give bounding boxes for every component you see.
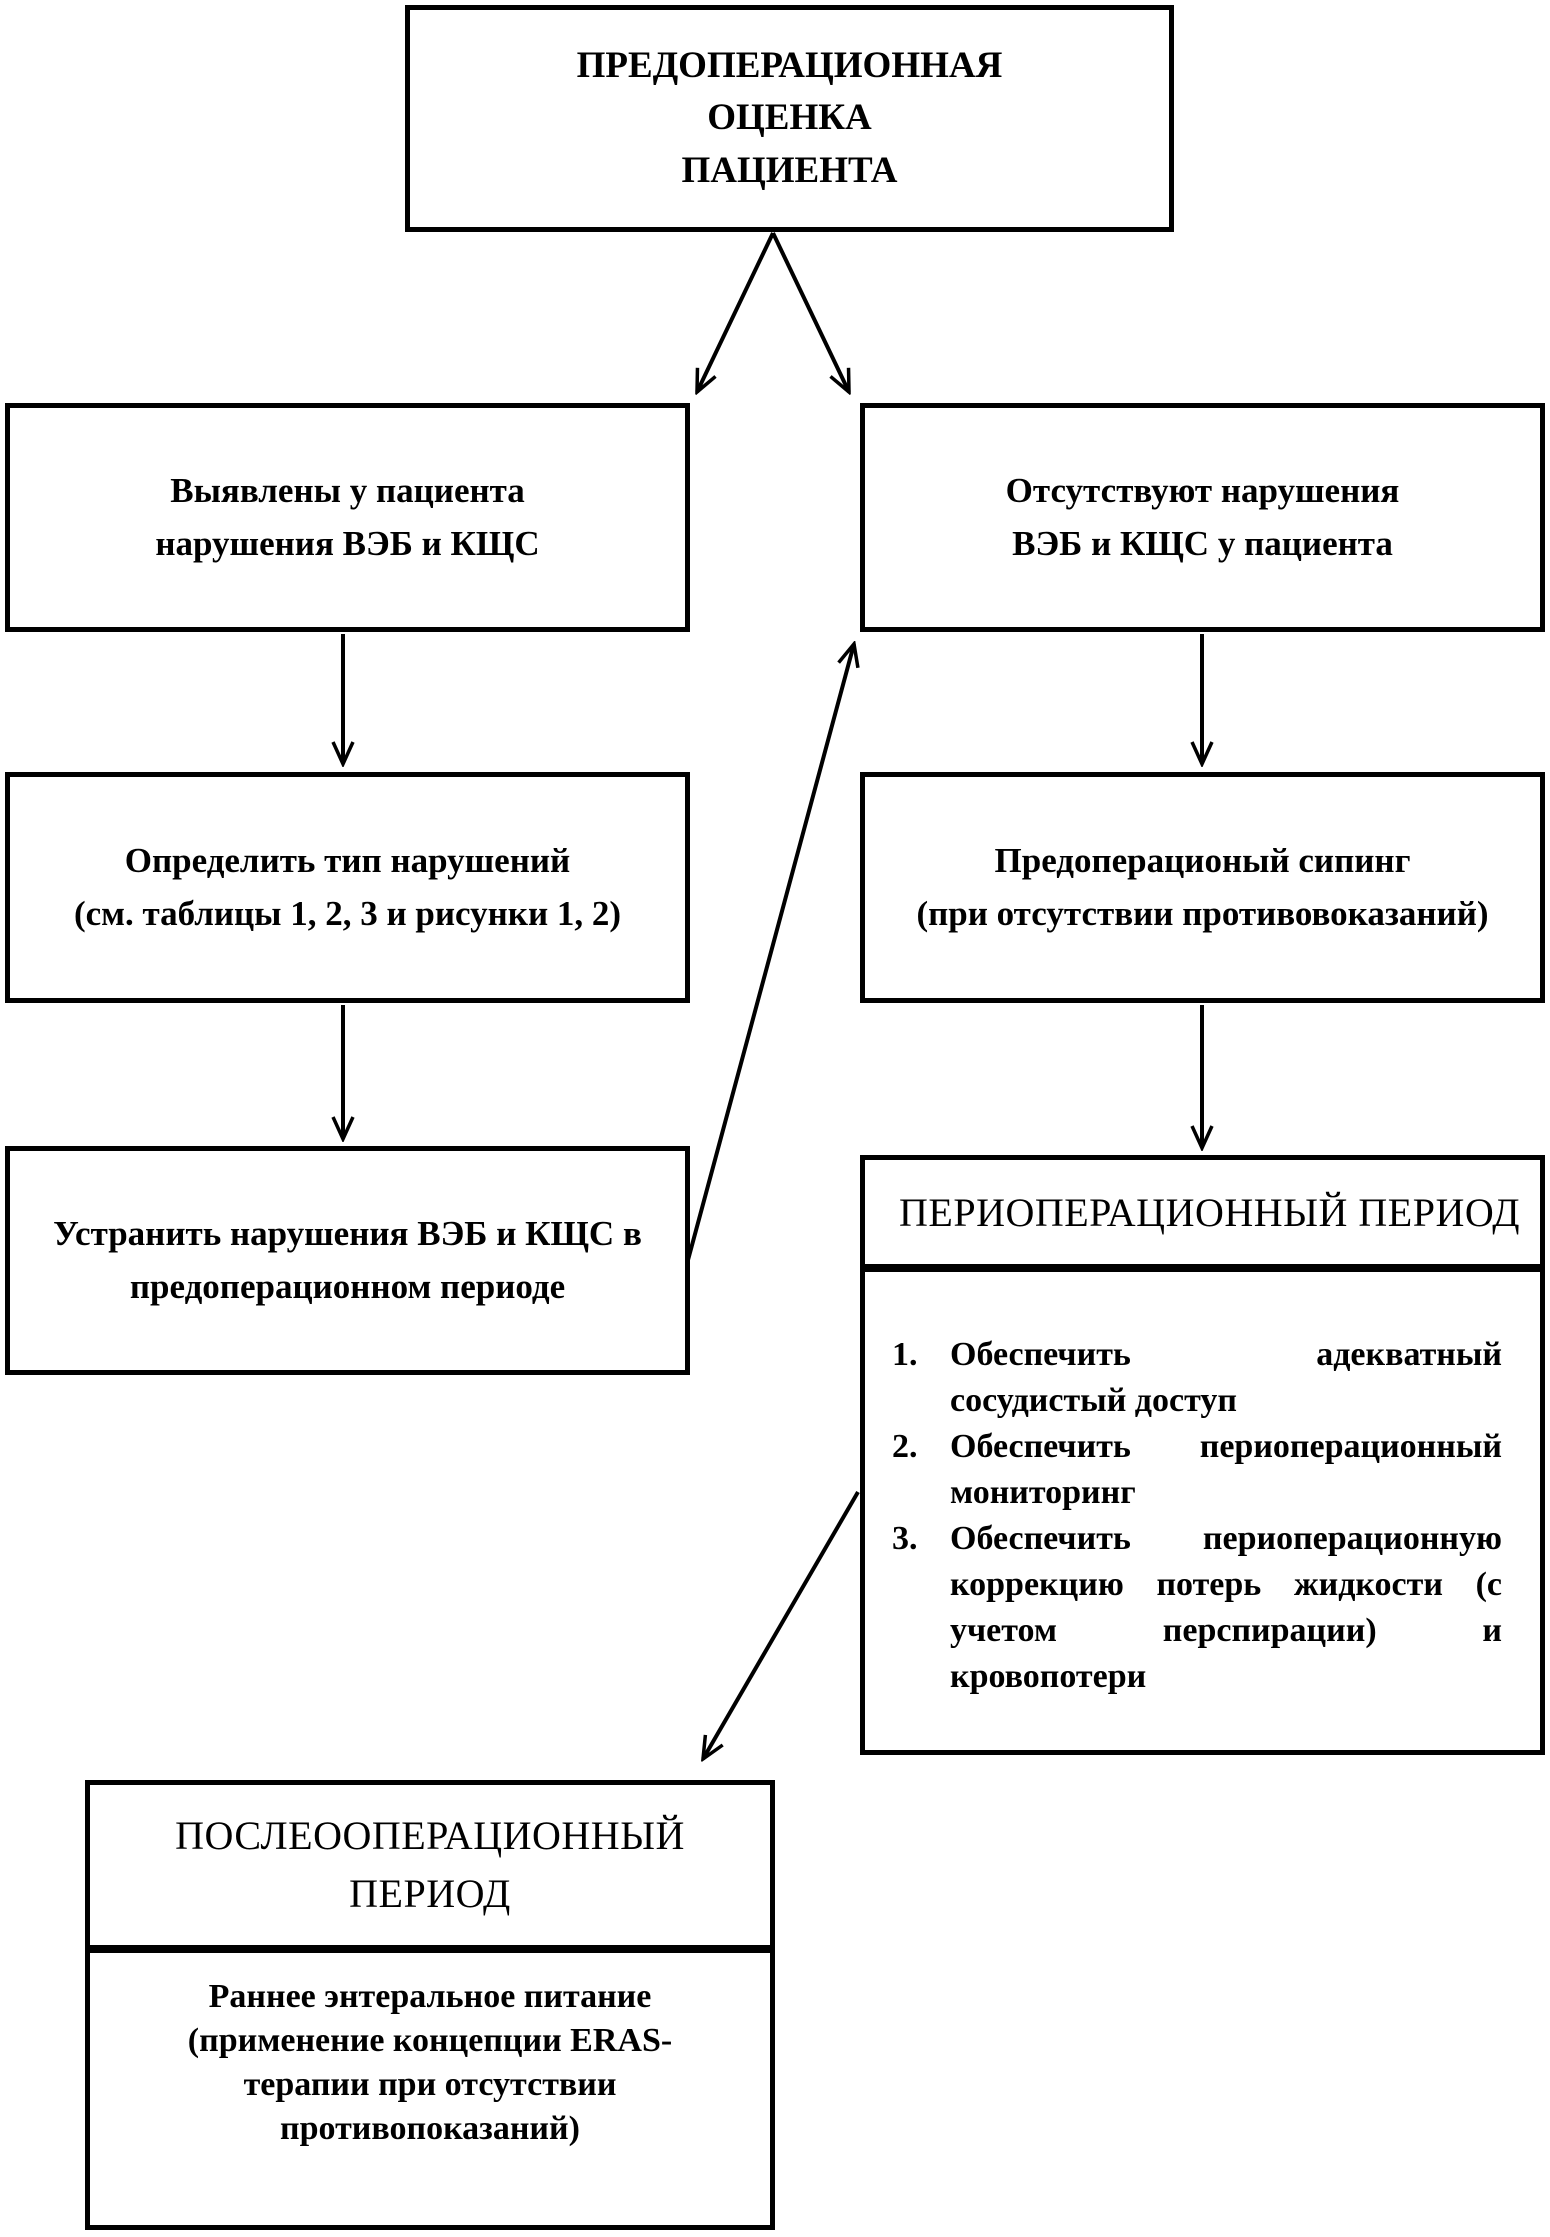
list-item: 1. Обеспечить адекватный сосудистый дост… — [892, 1332, 1502, 1424]
perioperative-period-box: ПЕРИОПЕРАЦИОННЫЙ ПЕРИОД 1. Обеспечить ад… — [860, 1155, 1545, 1755]
disorders-found-text: Выявлены у пациента нарушения ВЭБ и КЩС — [155, 471, 540, 563]
determine-type-box: Определить тип нарушений (см. таблицы 1,… — [5, 772, 690, 1003]
eliminate-disorders-box: Устранить нарушения ВЭБ и КЩС в предопер… — [5, 1146, 690, 1375]
arrow-top-to-left-box — [697, 232, 775, 392]
list-item-line: Обеспечить периоперационный — [950, 1428, 1502, 1465]
list-item: 2. Обеспечить периоперационный мониторин… — [892, 1424, 1502, 1516]
list-item-line: коррекцию потерь жидкости (с — [950, 1566, 1502, 1603]
disorders-found-box: Выявлены у пациента нарушения ВЭБ и КЩС — [5, 403, 690, 632]
list-item-line: мониторинг — [950, 1474, 1136, 1511]
list-item-number: 1. — [892, 1336, 918, 1373]
list-item: 3. Обеспечить периоперационную коррекцию… — [892, 1516, 1502, 1700]
list-item-line: учетом перспирации) и — [950, 1612, 1502, 1649]
eliminate-disorders-text: Устранить нарушения ВЭБ и КЩС в предопер… — [53, 1214, 642, 1306]
arrow-eliminate-to-no-disorders — [686, 644, 854, 1261]
list-item-line: Обеспечить периоперационную — [950, 1520, 1502, 1557]
perioperative-period-list: 1. Обеспечить адекватный сосудистый дост… — [865, 1272, 1540, 1700]
arrow-top-to-right-box — [771, 232, 849, 392]
no-disorders-text: Отсутствуют нарушения ВЭБ и КЩС у пациен… — [1005, 471, 1400, 563]
postoperative-period-text: Раннее энтеральное питание (применение к… — [187, 1978, 673, 2147]
determine-type-text: Определить тип нарушений (см. таблицы 1,… — [73, 841, 622, 933]
perioperative-period-header: ПЕРИОПЕРАЦИОННЫЙ ПЕРИОД — [865, 1160, 1540, 1272]
preoperative-sipping-text: Предоперационый сипинг (при отсутствии п… — [916, 841, 1489, 933]
preoperative-assessment-text: ПРЕДОПЕРАЦИОННАЯ ОЦЕНКА ПАЦИЕНТА — [576, 44, 1003, 191]
list-item-line: сосудистый доступ — [950, 1382, 1237, 1419]
preoperative-assessment-box: ПРЕДОПЕРАЦИОННАЯ ОЦЕНКА ПАЦИЕНТА — [405, 5, 1174, 232]
list-item-number: 2. — [892, 1428, 918, 1465]
arrow-perioperative-to-postoperative — [703, 1490, 860, 1759]
list-item-line: кровопотери — [950, 1658, 1147, 1695]
no-disorders-box: Отсутствуют нарушения ВЭБ и КЩС у пациен… — [860, 403, 1545, 632]
postoperative-period-box: ПОСЛЕООПЕРАЦИОННЫЙ ПЕРИОД Раннее энтерал… — [85, 1780, 775, 2230]
preoperative-sipping-box: Предоперационый сипинг (при отсутствии п… — [860, 772, 1545, 1003]
list-item-line: Обеспечить адекватный — [950, 1336, 1502, 1373]
list-item-number: 3. — [892, 1520, 918, 1557]
postoperative-period-header: ПОСЛЕООПЕРАЦИОННЫЙ ПЕРИОД — [90, 1785, 770, 1953]
